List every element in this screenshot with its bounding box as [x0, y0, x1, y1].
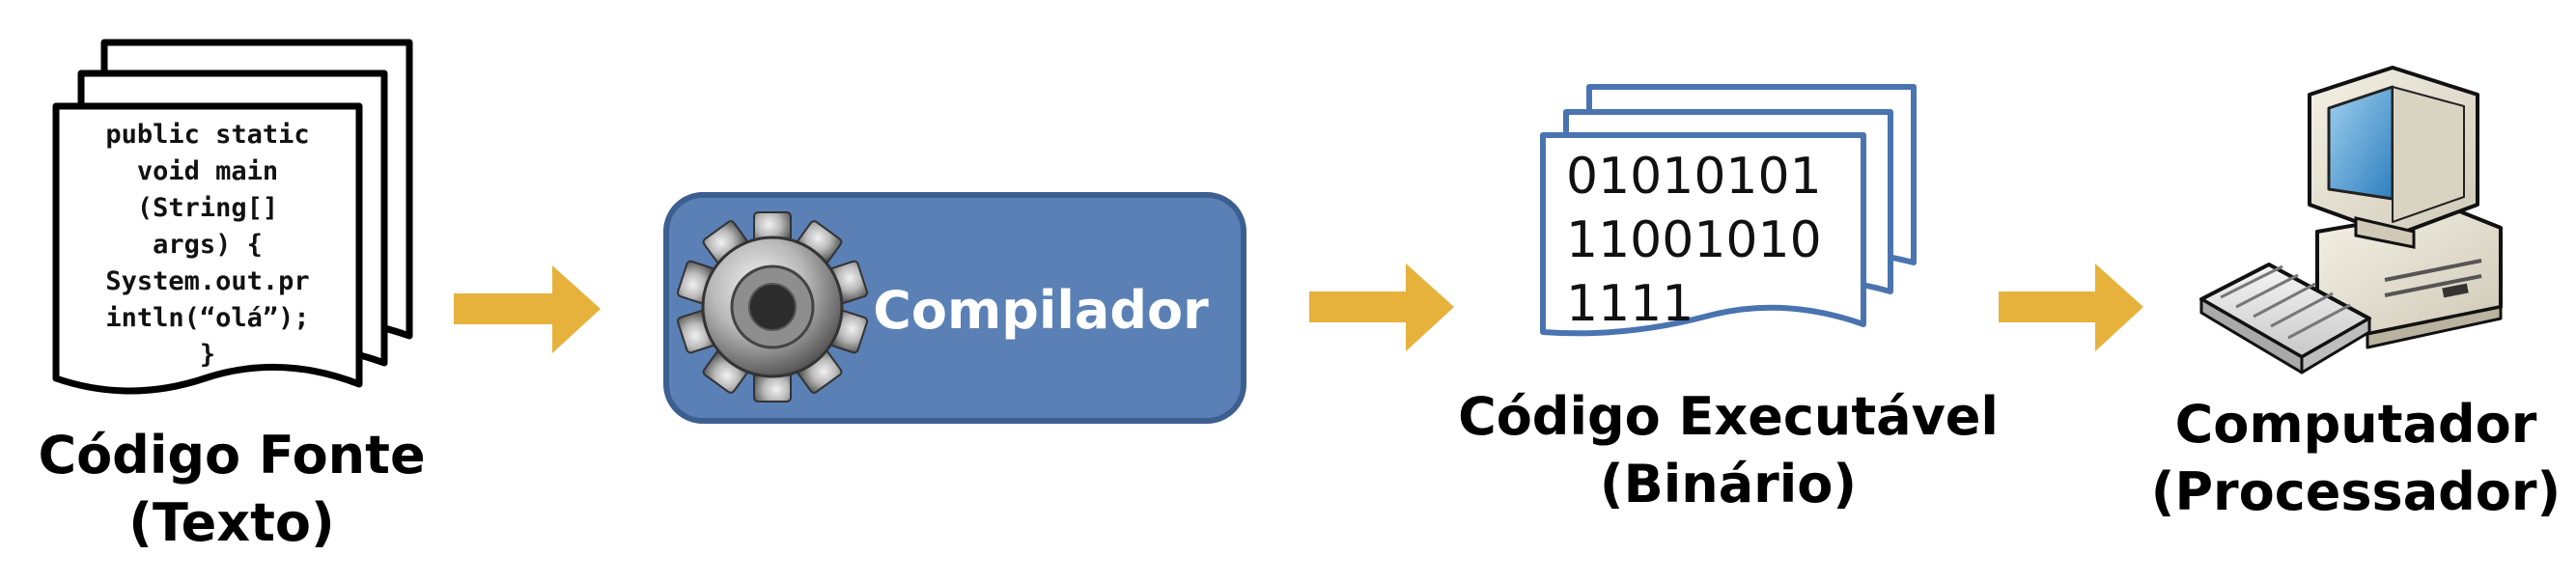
computer-monitor [2308, 66, 2479, 249]
binary-lines: 01010101 11001010 1111 [1566, 148, 1822, 333]
code-line: args) { [153, 230, 263, 260]
binary-line: 01010101 [1566, 148, 1822, 206]
computer-caption-line1: Computador [2175, 394, 2537, 455]
source-page-front [52, 102, 363, 395]
code-line: (String[] [137, 193, 278, 223]
source-code-caption-line2: (Texto) [128, 492, 334, 553]
code-line: public static [105, 120, 309, 150]
arrow-right-icon [1309, 264, 1454, 351]
computer-keyboard [2199, 263, 2371, 375]
arrow-right-icon [1999, 264, 2143, 351]
desktop-computer-icon [2199, 66, 2503, 375]
executable-caption-line1: Código Executável [1458, 386, 1999, 447]
gear-icon [676, 211, 869, 403]
binary-line: 11001010 [1566, 211, 1822, 269]
compiler-label: Compilador [873, 280, 1209, 341]
code-line: } [200, 340, 215, 370]
source-code-document: public static void main (String[] args) … [52, 39, 413, 395]
code-line: void main [137, 156, 278, 186]
source-code-lines: public static void main (String[] args) … [105, 120, 309, 370]
computer-tower [2315, 207, 2503, 349]
code-line: intln(“olá”); [105, 303, 309, 333]
executable-document: 01010101 11001010 1111 [1540, 84, 1917, 337]
executable-caption-line2: (Binário) [1600, 454, 1857, 514]
compiler-box: Compilador [663, 192, 1246, 424]
executable-page-front [1540, 132, 1866, 337]
source-code-caption-line1: Código Fonte [38, 425, 425, 486]
code-line: System.out.pr [105, 266, 309, 296]
arrow-right-icon [454, 265, 601, 353]
computer-caption-line2: (Processador) [2151, 461, 2561, 522]
binary-line: 1111 [1566, 275, 1694, 333]
